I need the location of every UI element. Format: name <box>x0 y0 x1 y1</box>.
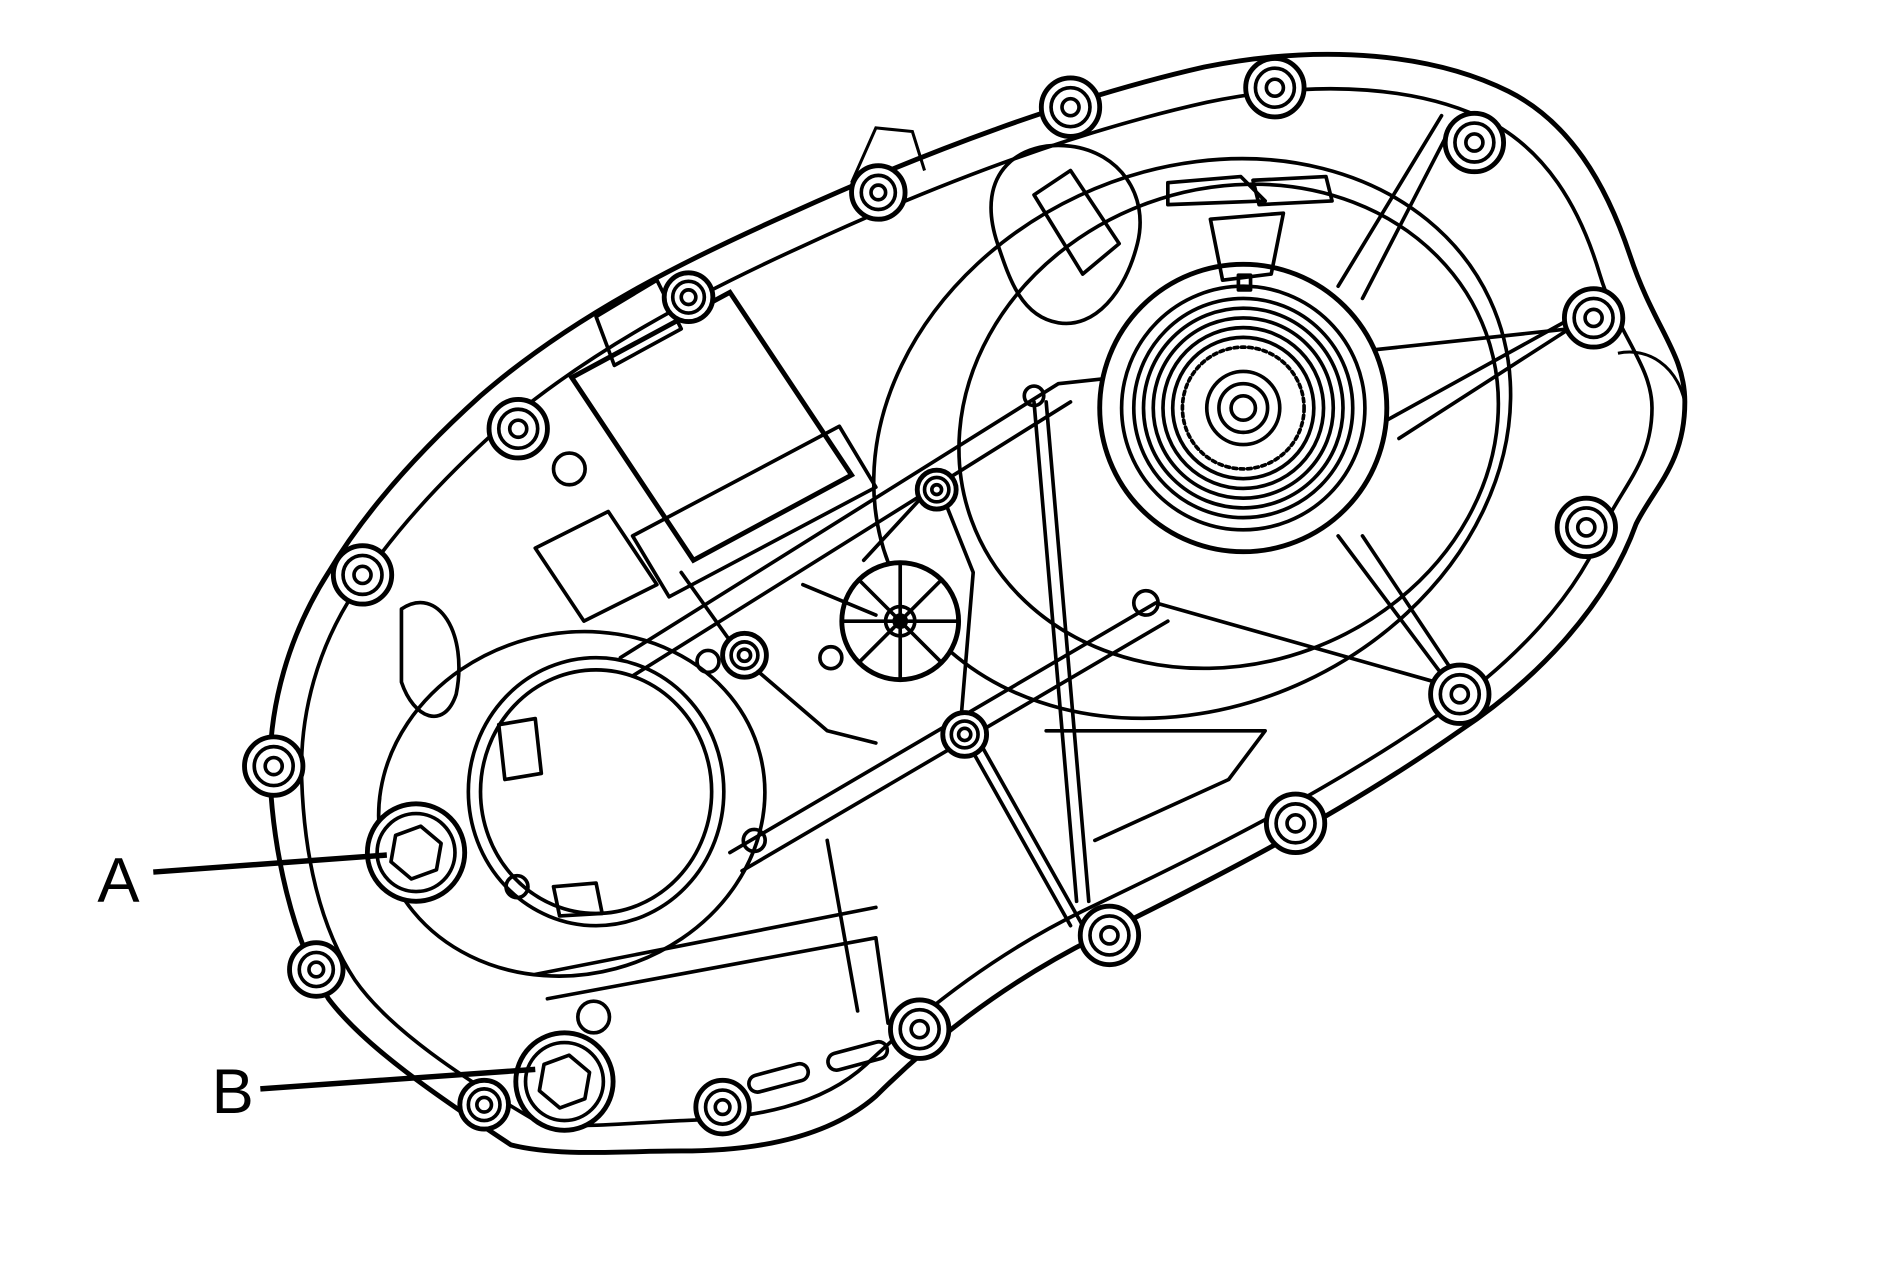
bolt <box>1263 791 1328 856</box>
dowel-holes <box>504 451 767 1035</box>
leader-line-b <box>260 1066 536 1092</box>
bolt <box>1561 286 1626 350</box>
leader-line-a <box>153 852 388 875</box>
bolt <box>1038 75 1103 139</box>
bolt <box>849 163 908 222</box>
connector <box>989 143 1334 326</box>
vent-slots <box>747 1039 890 1094</box>
pump-rotor <box>801 384 1160 721</box>
bolt <box>940 710 990 759</box>
bowl-tabs <box>399 600 604 918</box>
diagonal-rails <box>533 113 1572 1025</box>
bolt <box>1442 110 1507 175</box>
plug-b <box>513 1030 616 1133</box>
plug-a <box>364 801 468 904</box>
bolt <box>1077 903 1142 968</box>
bolt <box>720 630 769 680</box>
bolt <box>486 397 550 461</box>
bolt <box>1554 495 1618 560</box>
callout-b: B <box>212 1057 536 1127</box>
flange-bolts <box>242 56 1626 1137</box>
housing-outline <box>267 51 1688 1155</box>
bolt <box>693 1077 752 1137</box>
output-shaft-assembly <box>1097 261 1390 555</box>
bolt <box>1428 662 1492 726</box>
label-b: B <box>212 1057 254 1127</box>
bolt <box>457 1077 511 1132</box>
bolt <box>242 734 306 798</box>
label-a: A <box>97 845 140 915</box>
bolt <box>287 940 346 999</box>
shift-motor <box>533 278 878 745</box>
bolt <box>914 467 959 512</box>
bolt <box>661 270 716 324</box>
bolt <box>1243 56 1307 120</box>
callout-a: A <box>97 845 388 915</box>
bolt <box>888 997 952 1061</box>
bolt <box>330 543 395 607</box>
